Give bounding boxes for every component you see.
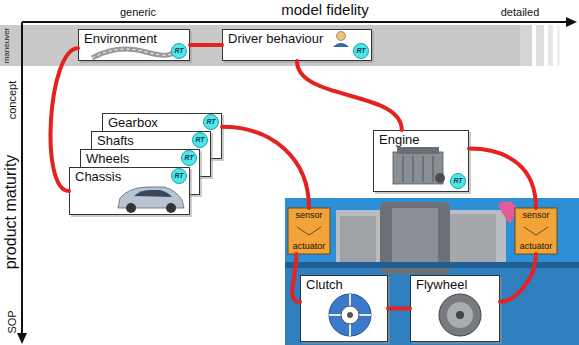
box-title: Gearbox	[102, 114, 158, 130]
flywheel-picture	[439, 294, 481, 336]
label-holder: product maturity	[3, 155, 19, 270]
axes	[17, 17, 577, 344]
rt-mark: RT	[451, 174, 465, 188]
connector	[469, 149, 536, 208]
sensor-label: sensor	[295, 210, 322, 221]
box-shape	[70, 168, 190, 215]
sensor-chevron	[297, 227, 321, 235]
axis-tick: generic	[120, 6, 156, 18]
box-title: Engine	[373, 131, 419, 147]
component-box: Flywheel	[410, 275, 500, 342]
clutch-picture	[329, 294, 371, 336]
sensor-shape	[288, 208, 330, 254]
box-title: Flywheel	[410, 276, 467, 292]
label-holder: SOP	[3, 310, 19, 333]
sensor-shape	[515, 208, 557, 254]
rt-mark: RT	[182, 151, 196, 165]
component-box: EngineRT	[373, 130, 469, 192]
rt-badge: RT	[450, 173, 466, 189]
box-shape	[411, 276, 500, 342]
axis-tick: SOP	[6, 310, 18, 333]
box-title: Wheels	[80, 150, 129, 166]
sensor-label: sensor	[522, 210, 549, 221]
rt-badge: RT	[171, 168, 187, 184]
box-title: Environment	[78, 30, 157, 46]
connector	[388, 307, 410, 311]
box-shape	[374, 131, 469, 192]
rt-mark: RT	[193, 133, 207, 147]
rt-badge: RT	[203, 114, 219, 130]
sensor-label: actuator	[520, 241, 553, 252]
label-holder: detailed	[501, 3, 540, 19]
rt-badge: RT	[171, 43, 187, 59]
label-holder: model fidelity	[281, 2, 369, 18]
sensor-actuator-box: sensor actuator	[515, 208, 557, 254]
label-holder: concept	[3, 81, 19, 120]
rt-badge: RT	[353, 43, 369, 59]
box-shape	[223, 30, 372, 61]
sensor-label: actuator	[293, 241, 326, 252]
rt-badge: RT	[192, 132, 208, 148]
axis-tick: concept	[6, 81, 18, 120]
connector	[51, 48, 78, 191]
component-box: Clutch	[300, 275, 388, 342]
car-picture	[118, 187, 184, 213]
rt-mark: RT	[354, 44, 368, 58]
rt-badge: RT	[181, 150, 197, 166]
box-shape	[301, 276, 388, 342]
component-box: Driver behaviourRT	[222, 29, 372, 61]
connector	[222, 127, 309, 208]
axis-title: product maturity	[2, 155, 19, 270]
box-title: Driver behaviour	[222, 30, 323, 46]
box-title: Shafts	[91, 132, 134, 148]
label-holder: generic	[120, 3, 156, 19]
test-bench-photo	[285, 198, 579, 345]
connector	[190, 43, 222, 47]
rt-mark: RT	[204, 115, 218, 129]
component-box: EnvironmentRT	[78, 29, 190, 61]
box-title: Chassis	[69, 168, 121, 184]
sensor-chevron	[524, 227, 548, 235]
connector	[500, 254, 536, 302]
connector	[292, 254, 300, 302]
maneuver-band: maneuverEnvironmentRTDriver behaviourRT	[0, 25, 520, 66]
sensor-actuator-box: sensor actuator	[288, 208, 330, 254]
box-shape	[79, 30, 190, 61]
rt-mark: RT	[172, 169, 186, 183]
rt-mark: RT	[172, 44, 186, 58]
component-box: Chassis RT	[69, 167, 190, 215]
band-label: maneuver	[2, 25, 12, 66]
axis-tick: detailed	[501, 6, 540, 18]
axis-title: model fidelity	[281, 1, 369, 18]
engine-picture	[393, 147, 445, 184]
connector	[297, 61, 402, 130]
road-icon	[92, 48, 176, 58]
band-fade	[520, 25, 560, 66]
driver-icon	[333, 32, 349, 48]
band-shape	[0, 25, 520, 66]
box-title: Clutch	[300, 276, 343, 292]
